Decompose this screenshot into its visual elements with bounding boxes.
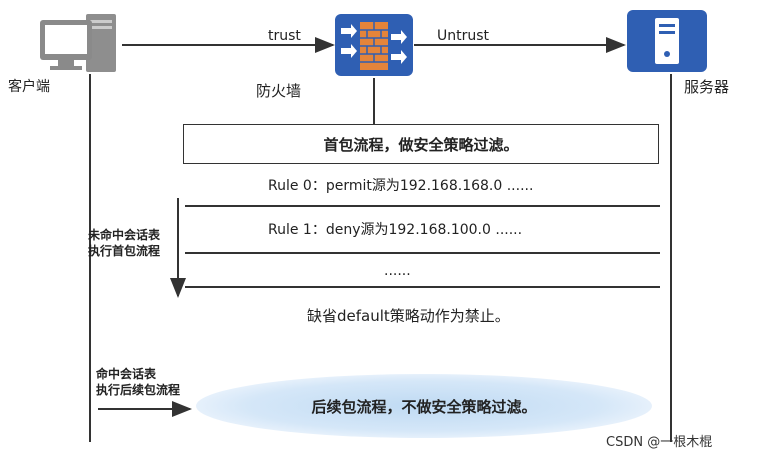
rule-0: Rule 0：permit源为192.168.168.0 ...... — [268, 178, 534, 194]
untrust-label: Untrust — [437, 28, 490, 44]
firewall-lifeline — [373, 78, 375, 124]
client-lifeline — [89, 74, 91, 442]
rule-1: Rule 1：deny源为192.168.100.0 ...... — [268, 222, 523, 238]
csdn-watermark: CSDN @一根木棍 — [606, 435, 713, 450]
trust-label: trust — [268, 28, 301, 44]
subsequent-packet-ellipse: 后续包流程，不做安全策略过滤。 — [196, 374, 652, 438]
hit-session-line-1: 命中会话表 — [96, 367, 157, 381]
miss-session-label: 未命中会话表 执行首包流程 — [88, 227, 160, 259]
rule-divider-1 — [185, 205, 660, 207]
first-packet-box: 首包流程，做安全策略过滤。 — [183, 124, 659, 164]
hit-session-label: 命中会话表 执行后续包流程 — [96, 366, 180, 398]
default-rule: 缺省default策略动作为禁止。 — [307, 307, 510, 325]
firewall-icon — [335, 14, 413, 76]
desktop-computer-icon — [40, 12, 120, 74]
server-label: 服务器 — [684, 78, 730, 96]
miss-session-line-1: 未命中会话表 — [88, 228, 161, 242]
client-label: 客户端 — [8, 79, 50, 95]
rule-divider-2 — [185, 252, 660, 254]
miss-session-line-2: 执行首包流程 — [88, 244, 161, 258]
server-icon — [627, 10, 707, 72]
hit-session-line-2: 执行后续包流程 — [96, 383, 181, 397]
server-lifeline — [670, 74, 672, 442]
rule-divider-3 — [185, 286, 660, 288]
rule-ellipsis: ...... — [384, 263, 411, 279]
firewall-label: 防火墙 — [256, 82, 302, 100]
